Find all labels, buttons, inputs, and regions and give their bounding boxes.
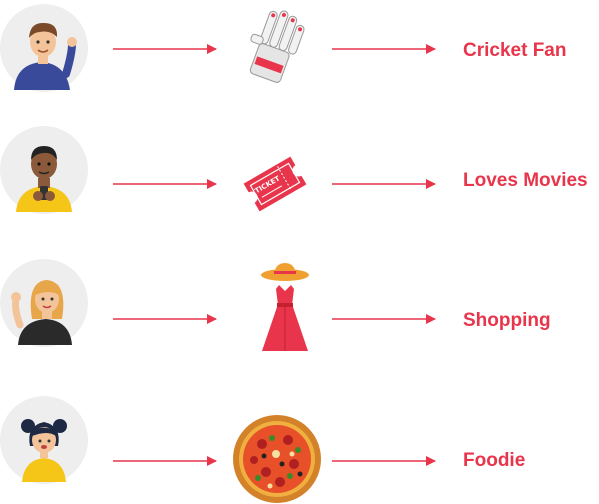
persona-row-shopping: Shopping xyxy=(0,259,599,359)
persona-label: Loves Movies xyxy=(463,170,588,191)
dress-and-hat-icon xyxy=(261,263,309,351)
persona-label: Shopping xyxy=(463,310,551,331)
arrow-right-icon xyxy=(332,179,436,189)
arrow-right-icon xyxy=(332,456,436,466)
girl-avatar xyxy=(0,396,88,484)
arrow-right-icon xyxy=(113,179,217,189)
arrow-right-icon xyxy=(332,44,436,54)
persona-row-cricket: Cricket Fan xyxy=(0,4,599,104)
persona-row-foodie: Foodie xyxy=(0,396,599,503)
man-with-phone-avatar xyxy=(0,126,88,214)
arrow-right-icon xyxy=(332,314,436,324)
pizza-icon xyxy=(233,415,321,503)
persona-label: Foodie xyxy=(463,450,526,471)
arrow-right-icon xyxy=(113,456,217,466)
persona-label: Cricket Fan xyxy=(463,40,567,61)
arrow-right-icon xyxy=(113,314,217,324)
movie-ticket-icon: TICKET xyxy=(243,156,307,212)
persona-row-movies: TICKET Loves Movies xyxy=(0,126,599,226)
man-waving-avatar xyxy=(0,4,88,92)
cricket-glove-icon xyxy=(249,10,305,83)
arrow-right-icon xyxy=(113,44,217,54)
woman-waving-avatar xyxy=(0,259,88,347)
